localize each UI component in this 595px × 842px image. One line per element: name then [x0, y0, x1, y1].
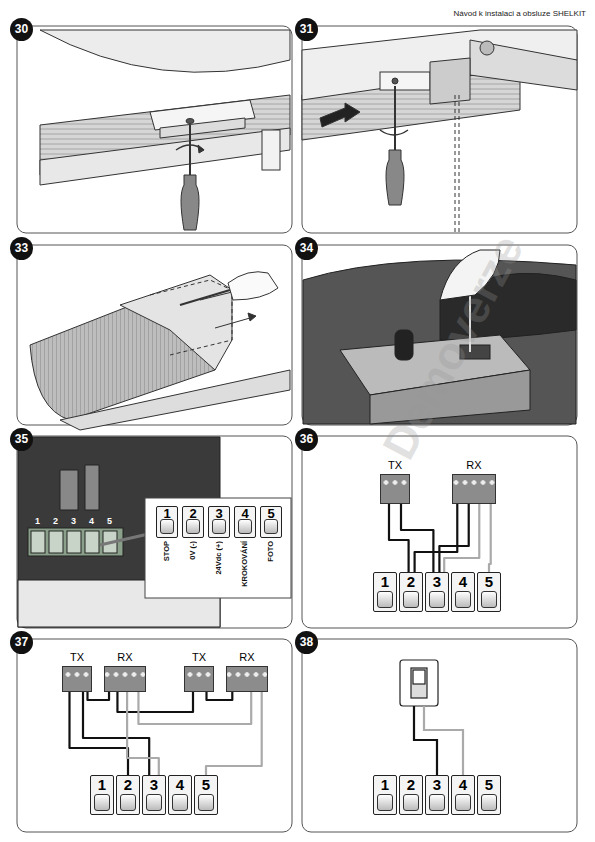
terminal-function: KROKOVÁNÍ	[240, 541, 250, 587]
terminal-block: 4	[168, 775, 192, 815]
terminal-number: 3	[426, 573, 448, 590]
terminal-block: 2	[399, 775, 423, 815]
device-label: RX	[117, 651, 132, 663]
photocell-device: TX	[380, 474, 410, 504]
terminal-block: 2	[116, 775, 140, 815]
wire	[127, 692, 159, 775]
terminal-number: 5	[478, 776, 500, 793]
terminal-number: 3	[426, 776, 448, 793]
terminal-block: 4KROKOVÁNÍ	[234, 506, 256, 538]
terminal-block: 5	[477, 572, 501, 612]
terminal-block: 1	[373, 572, 397, 612]
terminal-block: 3	[425, 572, 449, 612]
wire	[88, 692, 110, 700]
callout-number: 38	[295, 631, 318, 654]
terminal-block: 1	[373, 775, 397, 815]
terminal-function: 24Vdc (+)	[214, 541, 224, 575]
terminal-number: 1	[374, 776, 396, 793]
terminal-number: 3	[71, 516, 76, 526]
wire	[207, 692, 233, 700]
callout-number: 31	[295, 18, 318, 41]
terminal-number: 3	[143, 776, 165, 793]
device-label: TX	[192, 651, 206, 663]
terminal-block: 1	[90, 775, 114, 815]
wire	[489, 504, 491, 572]
terminal-number: 1	[157, 507, 177, 521]
terminal-number: 1	[91, 776, 113, 793]
terminal-number: 4	[89, 516, 94, 526]
terminal-block: 1STOP	[156, 506, 178, 538]
wire	[389, 504, 409, 572]
device-label: RX	[466, 459, 481, 471]
terminal-block: 20V (-)	[182, 506, 204, 538]
callout-number: 34	[295, 237, 318, 260]
terminal-number: 5	[107, 516, 112, 526]
terminal-number: 3	[209, 507, 229, 521]
wire	[401, 504, 433, 572]
device-label: TX	[388, 459, 402, 471]
wire	[415, 504, 458, 572]
terminal-number: 2	[117, 776, 139, 793]
wire	[117, 692, 193, 712]
wire	[70, 692, 129, 775]
terminal-block: 2	[399, 572, 423, 612]
wire	[206, 692, 262, 775]
terminal-block: 324Vdc (+)	[208, 506, 230, 538]
photocell-device: TX	[184, 666, 214, 692]
terminal-number: 4	[169, 776, 191, 793]
terminal-number: 2	[183, 507, 203, 521]
callout-number: 37	[10, 631, 33, 654]
wire	[444, 504, 479, 572]
terminal-number: 5	[261, 507, 281, 521]
callout-number: 33	[10, 237, 33, 260]
callout-number: 35	[10, 428, 33, 451]
terminal-block: 3	[425, 775, 449, 815]
terminal-function: FOTO	[266, 541, 276, 562]
running-header: Návod k instalaci a obsluze SHELKIT	[453, 9, 586, 18]
terminal-block: 3	[142, 775, 166, 815]
device-label: RX	[239, 651, 254, 663]
device-label: TX	[70, 651, 84, 663]
terminal-number: 5	[195, 776, 217, 793]
terminal-number: 5	[478, 573, 500, 590]
callout-number: 30	[10, 18, 33, 41]
wire	[138, 692, 251, 724]
terminal-number: 2	[53, 516, 58, 526]
terminal-number: 4	[452, 573, 474, 590]
terminal-number: 1	[374, 573, 396, 590]
terminal-number: 4	[235, 507, 255, 521]
photocell-device: RX	[226, 666, 268, 692]
terminal-block: 5	[477, 775, 501, 815]
photocell-device: TX	[62, 666, 92, 692]
terminal-number: 2	[400, 776, 422, 793]
terminal-number: 1	[35, 516, 40, 526]
photocell-device: RX	[452, 474, 496, 504]
terminal-block: 5	[194, 775, 218, 815]
callout-number: 36	[295, 428, 318, 451]
photocell-device: RX	[104, 666, 146, 692]
terminal-function: STOP	[162, 541, 172, 561]
terminal-number: 4	[452, 776, 474, 793]
terminal-block: 5FOTO	[260, 506, 282, 538]
terminal-block: 4	[451, 572, 475, 612]
terminal-block: 4	[451, 775, 475, 815]
terminal-number: 2	[400, 573, 422, 590]
terminal-function: 0V (-)	[188, 541, 198, 560]
